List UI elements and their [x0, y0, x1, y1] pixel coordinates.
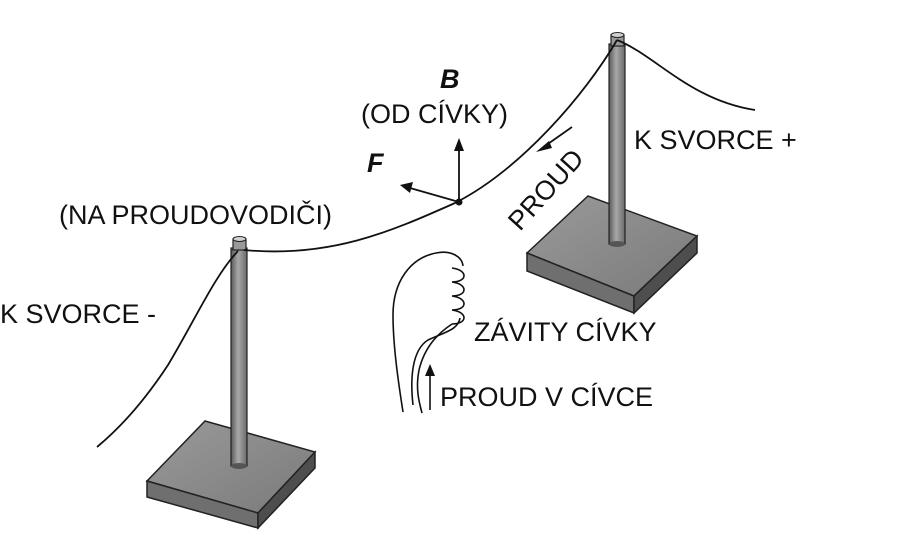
- coil-winding-inner: [411, 317, 461, 406]
- plus-terminal-label: K SVORCE +: [634, 125, 797, 155]
- current-direction-arrow: [536, 126, 573, 152]
- right-stand-post: [608, 32, 626, 247]
- coil: [392, 251, 465, 414]
- left-stand: [145, 236, 317, 530]
- left-stand-base: [145, 420, 317, 530]
- wire-to-plus-terminal: [616, 39, 756, 111]
- b-field-arrow: [454, 138, 464, 202]
- coil-lead-right: [416, 323, 453, 414]
- wires: [96, 39, 756, 448]
- coil-turns-loops: [451, 267, 465, 325]
- minus-terminal-label: K SVORCE -: [0, 299, 156, 329]
- vectors: [400, 126, 573, 206]
- left-stand-post: [230, 236, 248, 469]
- coil-turns-label: ZÁVITY CÍVKY: [474, 317, 657, 347]
- coil-winding-outer: [392, 251, 464, 413]
- b-field-symbol: B: [440, 64, 460, 94]
- wire-to-minus-terminal: [96, 250, 239, 448]
- coil-current-arrow: [425, 364, 435, 410]
- force-symbol: F: [367, 148, 385, 178]
- force-arrow: [400, 182, 460, 203]
- force-target-label: (NA PROUDOVODIČI): [59, 199, 332, 230]
- b-field-source-label: (OD CÍVKY): [361, 99, 508, 129]
- conductor-wire: [243, 39, 618, 253]
- coil-current-label: PROUD V CÍVCE: [440, 382, 653, 412]
